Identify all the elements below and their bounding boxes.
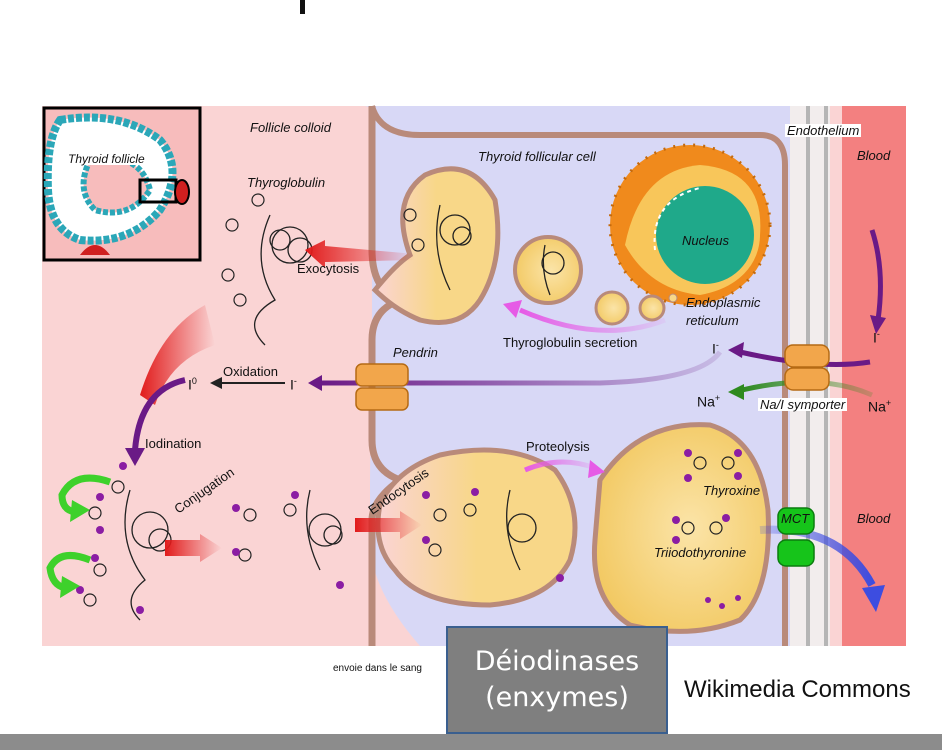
proteolysis-label: Proteolysis xyxy=(526,439,590,454)
cell-membrane-top xyxy=(369,105,788,646)
thyroid-follicle-inset xyxy=(42,106,202,262)
slide-title-fragment xyxy=(300,0,305,14)
thyroid-follicular-cell-label: Thyroid follicular cell xyxy=(478,149,596,164)
deiodinases-line1: Déiodinases xyxy=(474,645,640,677)
nucleus-label: Nucleus xyxy=(682,233,729,248)
pendrin-label: Pendrin xyxy=(393,345,438,360)
endothelium-label: Endothelium xyxy=(785,123,862,138)
arrows xyxy=(46,229,886,612)
sodium-left-label: Na+ xyxy=(697,393,721,410)
conjugation-arrow xyxy=(165,534,222,562)
oxidation-fan xyxy=(140,305,215,405)
thyroid-follicle-label: Thyroid follicle xyxy=(66,152,147,166)
deiodinases-line2: (enxymes) xyxy=(485,682,629,713)
thyroxine-label: Thyroxine xyxy=(703,483,761,498)
mct-channel xyxy=(777,507,815,567)
secretion-vesicle-small xyxy=(638,294,666,322)
credit-text: Wikimedia Commons xyxy=(684,676,911,703)
deiodinases-box: Déiodinases (enxymes) xyxy=(446,626,668,734)
blood-iodide-arrow xyxy=(869,229,883,321)
caption-text: envoie dans le sang xyxy=(333,663,422,674)
exocytosis-vesicle xyxy=(371,166,501,325)
blood-bottom-label: Blood xyxy=(857,511,891,526)
endocytosis-arrow xyxy=(355,511,422,539)
iodide-mid-label: I- xyxy=(712,340,719,357)
iodide-right-label: I- xyxy=(873,329,880,346)
triiodothyronine-label: Triiodothyronine xyxy=(654,545,747,560)
pendrin-transport-arrow xyxy=(320,350,723,386)
thyroglobulin-label: Thyroglobulin xyxy=(247,175,326,190)
thyroglobulin-molecules xyxy=(124,204,565,621)
follicle-colloid-label: Follicle colloid xyxy=(250,120,331,135)
nucleus-complex xyxy=(608,143,772,307)
proteolysis-arrow xyxy=(524,459,596,473)
tyrosine-rings xyxy=(83,193,735,607)
endocytosis-vesicle xyxy=(375,447,578,608)
secretion-arrow xyxy=(518,307,666,333)
iodide-left-label: I- xyxy=(290,376,297,393)
exocytosis-label: Exocytosis xyxy=(297,261,360,276)
iodine-zero-label: I0 xyxy=(188,376,197,393)
secretion-vesicle-medium xyxy=(594,290,630,326)
er-label-line1: Endoplasmic xyxy=(686,295,761,310)
bottom-bar xyxy=(0,734,942,750)
oxidation-label: Oxidation xyxy=(223,364,278,379)
iodination-green-arrow-top xyxy=(58,474,112,516)
secretion-vesicle-large xyxy=(513,235,583,305)
iodination-arrow xyxy=(132,377,186,451)
exocytosis-arrow xyxy=(305,240,415,268)
thyroglobulin-secretion-label: Thyroglobulin secretion xyxy=(503,335,638,350)
na-i-symporter-channel xyxy=(784,344,830,391)
iodination-green-arrow-bottom xyxy=(46,552,92,592)
mct-label: MCT xyxy=(781,511,810,526)
na-i-symporter-label: Na/I symporter xyxy=(758,397,848,412)
sodium-right-label: Na+ xyxy=(868,398,892,415)
blood-top-label: Blood xyxy=(857,148,891,163)
er-label-line2: reticulum xyxy=(686,313,739,328)
blood-region xyxy=(842,106,906,646)
iodination-label: Iodination xyxy=(145,436,202,451)
pendrin-channel xyxy=(355,363,409,411)
mct-export-arrow xyxy=(759,525,876,587)
iodine-atoms xyxy=(76,449,742,614)
